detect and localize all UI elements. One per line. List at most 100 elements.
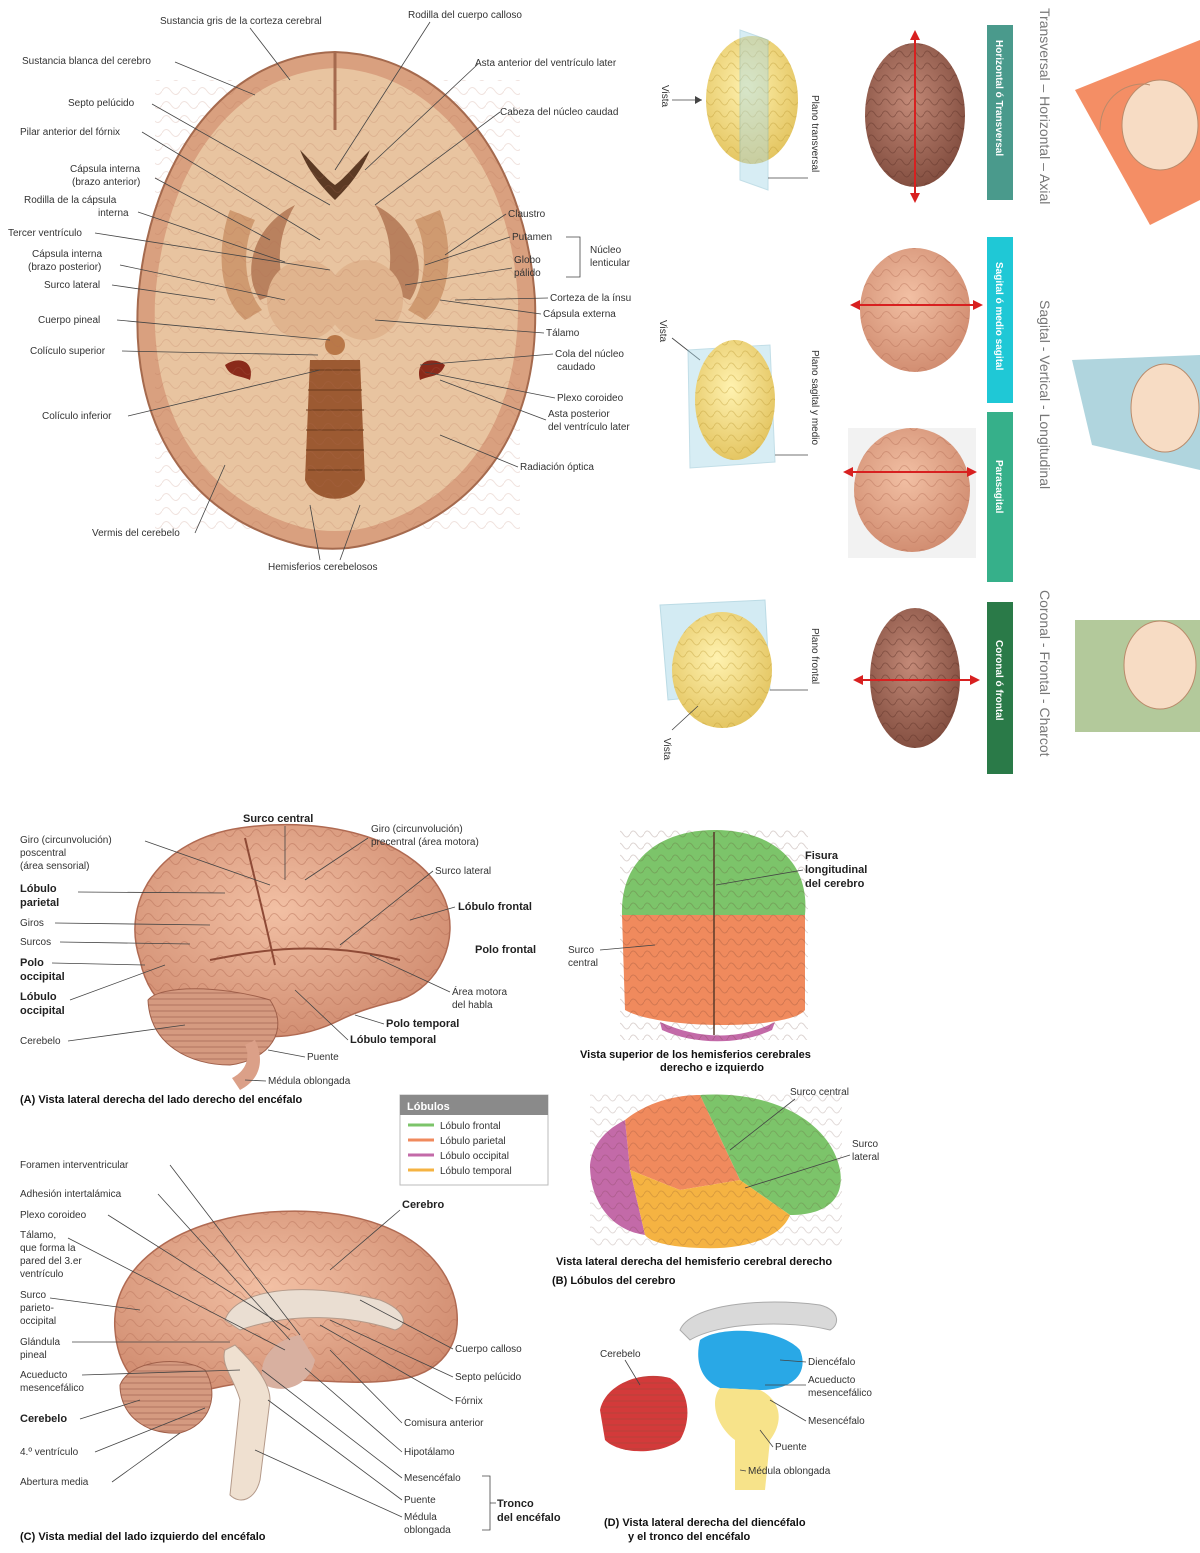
superior-caption: Vista superior de los hemisferios cerebr… [580, 1049, 811, 1061]
label: Adhesión intertalámica [20, 1189, 122, 1200]
label: Foramen interventricular [20, 1160, 129, 1171]
plane-bar [987, 25, 1013, 200]
label: Radiación óptica [520, 462, 594, 473]
medial-view-illustration [114, 1210, 458, 1501]
label: del habla [452, 1000, 493, 1011]
plane-color-bars: Horizontal ó Transversal Sagital ó medio… [987, 25, 1013, 774]
label: Giros [20, 918, 44, 929]
label: Lóbulo [20, 991, 57, 1003]
label: Tercer ventrículo [8, 228, 82, 239]
planes-sagital-row: Vista Plano sagital y medio [657, 248, 983, 558]
lobes-superior-view: Fisura longitudinal del cerebro Surco ce… [568, 830, 867, 1074]
label: oblongada [404, 1525, 451, 1536]
axial-section-labels: Sustancia gris de la corteza cerebral Ro… [8, 10, 631, 573]
label: Lóbulo [20, 883, 57, 895]
label: 4.º ventrículo [20, 1447, 79, 1458]
caption-a: (A) Vista lateral derecha del lado derec… [20, 1094, 303, 1106]
label: Corteza de la ínsu [550, 293, 631, 304]
label: Glándula [20, 1337, 60, 1348]
label: Vermis del cerebelo [92, 528, 180, 539]
superior-caption: derecho e izquierdo [660, 1062, 764, 1074]
label: pineal [20, 1350, 47, 1361]
legend-label: Lóbulo frontal [440, 1121, 501, 1132]
label: Fórnix [455, 1396, 483, 1407]
label: lenticular [590, 258, 631, 269]
axial-section-illustration [136, 50, 537, 550]
label: Cuerpo calloso [455, 1344, 522, 1355]
label: Cerebro [402, 1199, 444, 1211]
label: Área motora [452, 985, 507, 998]
label: (área sensorial) [20, 861, 89, 872]
plane-side-titles: Transversal – Horizontal – Axial Sagital… [1037, 8, 1053, 757]
plane-bar-label: Parasagital [993, 460, 1004, 514]
label: Polo temporal [386, 1018, 459, 1030]
label: Surco lateral [435, 866, 491, 877]
label: Septo pelúcido [68, 98, 135, 109]
label: Mesencéfalo [404, 1473, 461, 1484]
label: longitudinal [805, 864, 867, 876]
label: precentral (área motora) [371, 837, 479, 848]
label: del ventrículo later [548, 422, 630, 433]
label: caudado [557, 362, 596, 373]
label: Polo frontal [475, 944, 536, 956]
lateral-view-labels: Surco central Giro (circunvolución) posc… [20, 813, 536, 1106]
label: interna [98, 208, 129, 219]
label: Médula oblongada [268, 1076, 351, 1087]
label: Tronco [497, 1498, 534, 1510]
label: Asta posterior [548, 409, 610, 420]
label: Fisura [805, 850, 839, 862]
label: Puente [404, 1495, 436, 1506]
label: Cabeza del núcleo caudad [500, 107, 618, 118]
plane-bar [987, 237, 1013, 403]
label: Colículo inferior [42, 411, 112, 422]
label: ventrículo [20, 1269, 64, 1280]
label: Cerebelo [600, 1349, 641, 1360]
legend-title: Lóbulos [407, 1101, 450, 1113]
vista-label: Vista [657, 320, 668, 342]
plane-bar-label: Sagital ó medio sagital [993, 262, 1004, 371]
medial-view-labels: Foramen interventricular Adhesión intert… [20, 1160, 561, 1543]
label: Comisura anterior [404, 1418, 484, 1429]
legend-label: Lóbulo temporal [440, 1166, 512, 1177]
vista-label: Vista [661, 738, 672, 760]
side-title: Sagital - Vertical - Longitudinal [1037, 300, 1053, 489]
label: Sustancia gris de la corteza cerebral [160, 16, 322, 27]
label: (brazo anterior) [72, 177, 140, 188]
caption-d: y el tronco del encéfalo [628, 1531, 751, 1543]
label: Surco central [790, 1087, 849, 1098]
label: Diencéfalo [808, 1357, 856, 1368]
lobes-lateral-view: Surco central Surco lateral Vista latera… [552, 1087, 879, 1287]
label: Cerebelo [20, 1036, 61, 1047]
label: Tálamo [546, 328, 580, 339]
label: Surco central [243, 813, 313, 825]
label: Claustro [508, 209, 546, 220]
label: Giro (circunvolución) [371, 824, 463, 835]
label: Polo [20, 957, 44, 969]
brainstem-illustration [600, 1301, 838, 1490]
label: Médula [404, 1512, 437, 1523]
vista-label: Vista [659, 85, 670, 107]
legend-label: Lóbulo parietal [440, 1136, 506, 1147]
label: central [568, 958, 598, 969]
label: parieto- [20, 1303, 54, 1314]
label: Hemisferios cerebelosos [268, 562, 378, 573]
plane-bar-label: Horizontal ó Transversal [993, 40, 1004, 156]
label: Septo pelúcido [455, 1372, 522, 1383]
label: Colículo superior [30, 346, 106, 357]
label: mesencefálico [20, 1383, 84, 1394]
label: del cerebro [805, 878, 865, 890]
label: lateral [852, 1152, 879, 1163]
label: occipital [20, 1316, 56, 1327]
planes-transversal-row: Vista Plano transversal [659, 29, 965, 203]
lobes-legend: Lóbulos Lóbulo frontal Lóbulo parietal L… [399, 1094, 549, 1186]
plane-bar [987, 602, 1013, 774]
label: occipital [20, 971, 65, 983]
label: Mesencéfalo [808, 1416, 865, 1427]
side-title: Coronal - Frontal - Charcot [1037, 590, 1053, 757]
plane-bar [987, 412, 1013, 582]
label: Lóbulo temporal [350, 1034, 436, 1046]
label: poscentral [20, 848, 66, 859]
label: Rodilla del cuerpo calloso [408, 10, 522, 21]
label: del encéfalo [497, 1512, 561, 1524]
